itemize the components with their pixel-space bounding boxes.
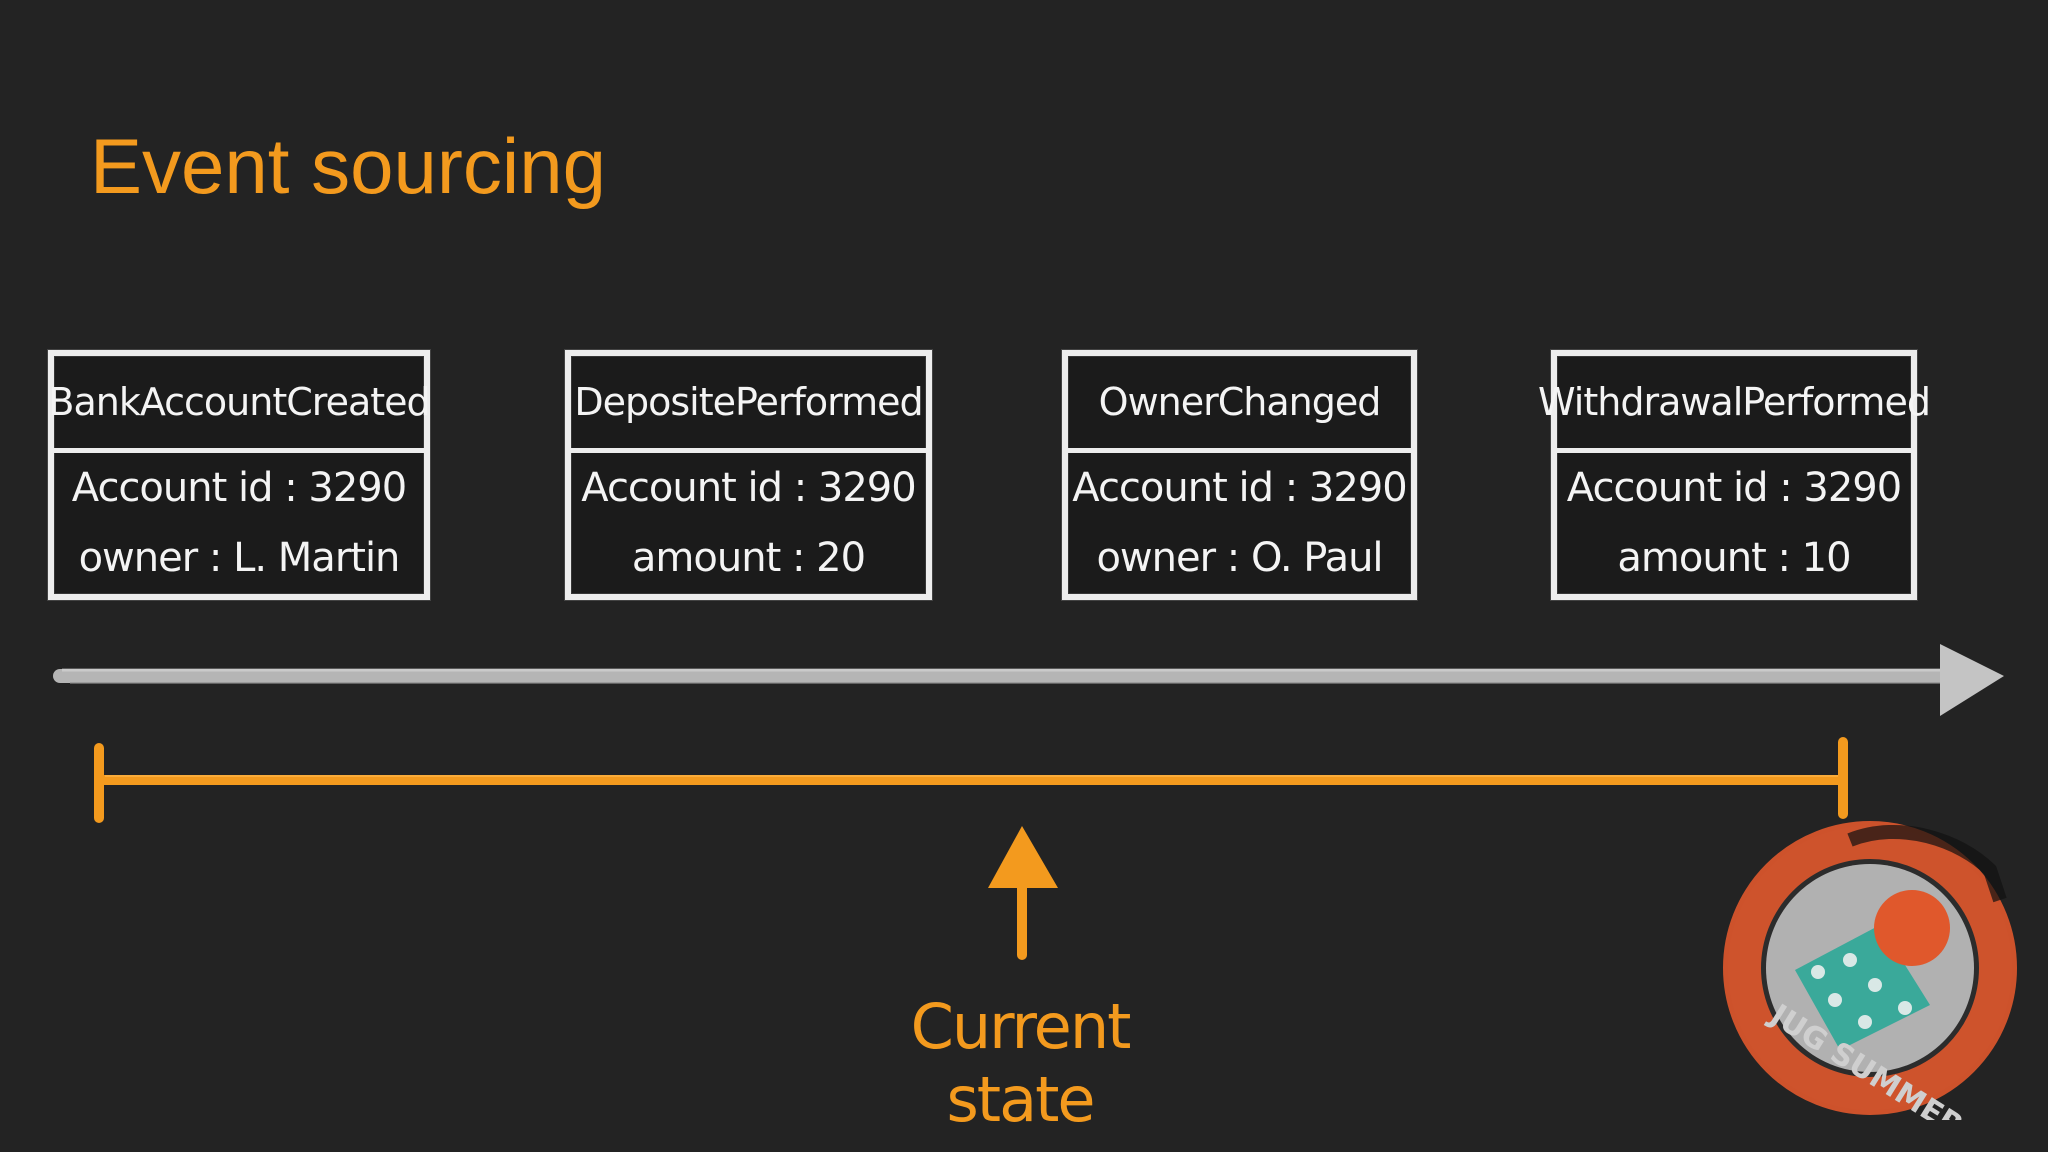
event-name: OwnerChanged	[1068, 356, 1411, 453]
arrow-head-icon	[1940, 644, 2004, 716]
event-name: WithdrawalPerformed	[1538, 356, 1931, 453]
slide-title: Event sourcing	[90, 122, 606, 210]
event-line-account-id: Account id : 3290	[1566, 465, 1902, 511]
event-line-account-id: Account id : 3290	[581, 465, 916, 511]
event-line-owner: owner : O. Paul	[1096, 535, 1383, 581]
event-box-owner-changed: OwnerChanged Account id : 3290 owner : O…	[1062, 350, 1417, 600]
event-name: DepositePerformed	[571, 356, 926, 453]
event-line-account-id: Account id : 3290	[1072, 465, 1407, 511]
event-box-deposite-performed: DepositePerformed Account id : 3290 amou…	[565, 350, 932, 600]
event-line-amount: amount : 10	[1617, 535, 1851, 581]
event-line-amount: amount : 20	[631, 535, 866, 581]
jug-summer-camp-logo-icon: JUG SUMMER CAMP	[1723, 821, 2030, 1120]
up-arrow-icon	[988, 826, 1058, 960]
event-line-owner: owner : L. Martin	[78, 535, 401, 581]
time-axis-arrow	[53, 644, 2004, 716]
event-line-account-id: Account id : 3290	[71, 465, 407, 511]
event-box-bank-account-created: BankAccountCreated Account id : 3290 own…	[48, 350, 431, 600]
event-box-withdrawal-performed: WithdrawalPerformed Account id : 3290 am…	[1538, 350, 1931, 600]
current-state-span	[94, 737, 1848, 823]
current-state-label: Current state	[910, 990, 1132, 1136]
event-name: BankAccountCreated	[48, 356, 431, 453]
